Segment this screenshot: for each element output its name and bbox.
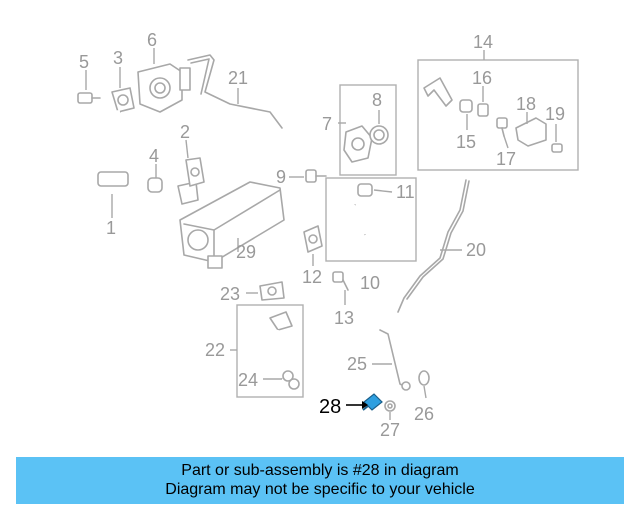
- group-box-7-8: [339, 84, 397, 176]
- part-7-housing: [343, 125, 373, 163]
- part-26-ring: [418, 370, 430, 386]
- callout-19: 19: [545, 104, 565, 124]
- part-11-plug: [357, 183, 373, 197]
- group-box-14: [417, 59, 579, 171]
- group-box-22-24: [236, 304, 304, 398]
- part-18-sensor: [515, 117, 547, 147]
- part-9-bolt: [305, 169, 327, 183]
- callout-24: 24: [238, 370, 258, 390]
- part-20-tube: [397, 179, 470, 313]
- callout-16: 16: [472, 68, 492, 88]
- leader-arrow-28: [362, 401, 368, 409]
- callout-21: 21: [228, 68, 248, 88]
- callout-7: 7: [322, 114, 332, 134]
- callout-4: 4: [149, 146, 159, 166]
- callout-10: 10: [360, 273, 380, 293]
- callout-2: 2: [180, 122, 190, 142]
- part-19-bolt: [551, 143, 563, 153]
- part-24-washers: [282, 370, 300, 390]
- callout-25: 25: [347, 354, 367, 374]
- banner-line-1: Part or sub-assembly is #28 in diagram: [181, 462, 459, 479]
- part-12-gasket: [303, 225, 323, 253]
- part-5-bolt: [77, 92, 101, 104]
- part-8-seal: [369, 125, 389, 145]
- callout-8: 8: [372, 90, 382, 110]
- part-10-pipe: [336, 203, 368, 255]
- info-banner: Part or sub-assembly is #28 in diagram D…: [16, 457, 624, 504]
- leader-lines: [85, 48, 557, 420]
- part-17-bolt: [496, 117, 508, 137]
- part-29-egr-cooler: [179, 181, 285, 269]
- part-23-gasket: [259, 281, 285, 301]
- part-28-bolt-highlighted: [362, 393, 383, 411]
- callout-13: 13: [334, 308, 354, 328]
- part-25-bracket: [379, 329, 411, 391]
- part-21-tube: [187, 54, 283, 129]
- callout-27: 27: [380, 420, 400, 440]
- part-16-fitting: [477, 103, 489, 117]
- part-15-grommet: [459, 99, 473, 113]
- callout-9: 9: [276, 167, 286, 187]
- parts-diagram: 1 2 3 4 5 6 7 8 9 10 11 12 13 14 15 16 1…: [69, 30, 579, 440]
- callout-22: 22: [205, 340, 225, 360]
- callout-5: 5: [79, 52, 89, 72]
- part-1-pipe: [69, 110, 199, 205]
- part-4-plug: [147, 177, 163, 193]
- part-27-washer: [384, 400, 396, 412]
- callout-14: 14: [473, 32, 493, 52]
- part-13-bolt: [332, 271, 349, 291]
- callout-26: 26: [414, 404, 434, 424]
- banner-line-2: Diagram may not be specific to your vehi…: [165, 481, 475, 498]
- callout-15: 15: [456, 132, 476, 152]
- part-3-gasket: [111, 87, 135, 113]
- group-box-10-11: [325, 177, 417, 262]
- callout-17: 17: [496, 149, 516, 169]
- callout-18: 18: [516, 94, 536, 114]
- callout-6: 6: [147, 30, 157, 50]
- callout-12: 12: [302, 267, 322, 287]
- part-22-pipe: [269, 311, 293, 379]
- part-6-egr-valve: [137, 63, 191, 113]
- callout-1: 1: [106, 218, 116, 238]
- callout-3: 3: [113, 48, 123, 68]
- callout-29: 29: [236, 242, 256, 262]
- callout-23: 23: [220, 284, 240, 304]
- callout-11: 11: [396, 182, 415, 202]
- callout-20: 20: [466, 240, 486, 260]
- part-14-hose: [423, 77, 453, 107]
- part-2-gasket: [185, 157, 205, 187]
- callout-28-highlighted: 28: [319, 396, 341, 418]
